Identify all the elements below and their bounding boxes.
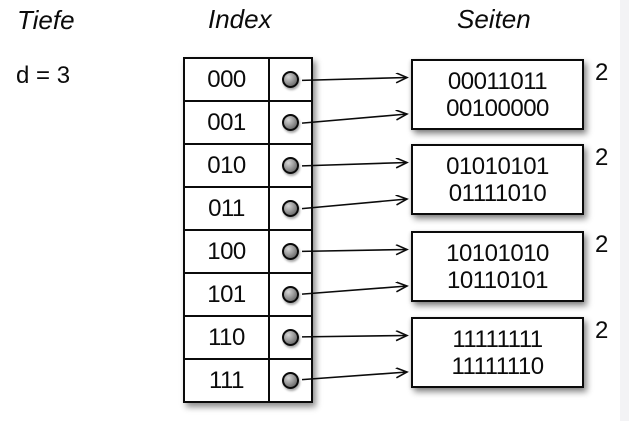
local-depth-value: 2	[595, 231, 609, 258]
index-row: 001	[185, 100, 311, 143]
pointer-cell	[270, 102, 311, 143]
index-entry-label: 101	[185, 274, 270, 315]
index-entry-label: 001	[185, 102, 270, 143]
right-edge-band	[620, 0, 629, 421]
page-entry: 00100000	[446, 94, 549, 122]
page-entry: 11111110	[451, 352, 544, 380]
index-row: 000	[185, 59, 311, 100]
index-entry-label: 100	[185, 231, 270, 272]
page-box: 01010101 01111010	[411, 144, 584, 215]
index-entry-label: 110	[185, 317, 270, 358]
pointer-dot-icon	[282, 200, 299, 217]
local-depth-value: 2	[595, 59, 609, 86]
index-entry-label: 000	[185, 59, 270, 100]
pages-heading: Seiten	[457, 4, 531, 34]
index-table: 000 001 010 011 100 101 110 111	[183, 57, 313, 403]
page-box: 11111111 11111110	[411, 317, 584, 388]
index-heading: Index	[208, 4, 272, 34]
pointer-dot-icon	[282, 71, 299, 88]
local-depth-value: 2	[595, 317, 609, 344]
page-entry: 11111111	[452, 325, 543, 353]
depth-heading: Tiefe	[17, 5, 75, 35]
pointer-cell	[270, 360, 311, 401]
index-row: 110	[185, 315, 311, 358]
pointer-dot-icon	[282, 243, 299, 260]
pointer-cell	[270, 59, 311, 100]
pointer-dot-icon	[282, 372, 299, 389]
page-entry: 01010101	[446, 152, 549, 180]
pointer-cell	[270, 145, 311, 186]
index-row: 011	[185, 186, 311, 229]
index-row: 101	[185, 272, 311, 315]
page-entry: 10110101	[447, 266, 549, 294]
pointer-dot-icon	[282, 329, 299, 346]
index-row: 111	[185, 358, 311, 401]
pointer-dot-icon	[282, 157, 299, 174]
pointer-dot-icon	[282, 114, 299, 131]
pointer-cell	[270, 317, 311, 358]
index-entry-label: 010	[185, 145, 270, 186]
pointer-cell	[270, 274, 311, 315]
index-entry-label: 011	[185, 188, 270, 229]
page-box: 00011011 00100000	[411, 59, 584, 130]
page-box: 10101010 10110101	[411, 231, 584, 302]
pointer-cell	[270, 188, 311, 229]
page-entry: 10101010	[446, 239, 549, 267]
pointer-dot-icon	[282, 286, 299, 303]
pointer-cell	[270, 231, 311, 272]
page-entry: 01111010	[448, 179, 547, 207]
index-entry-label: 111	[185, 360, 270, 401]
index-row: 100	[185, 229, 311, 272]
page-entry: 00011011	[447, 67, 548, 95]
local-depth-value: 2	[595, 144, 609, 171]
index-row: 010	[185, 143, 311, 186]
global-depth-value: d = 3	[16, 62, 71, 89]
